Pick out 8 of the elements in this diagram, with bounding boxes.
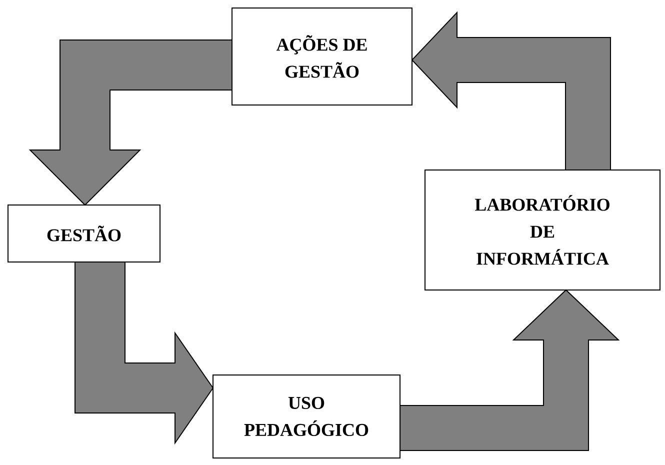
process-box: GESTÃO — [8, 204, 160, 262]
process-box: LABORATÓRIO DE INFORMÁTICA — [424, 170, 660, 290]
process-box: AÇÕES DE GESTÃO — [232, 8, 412, 106]
process-box: USO PEDAGÓGICO — [212, 374, 400, 458]
block-arrow — [411, 11, 611, 170]
block-arrow — [28, 40, 232, 206]
block-arrow — [74, 261, 214, 445]
block-arrow — [400, 289, 620, 451]
